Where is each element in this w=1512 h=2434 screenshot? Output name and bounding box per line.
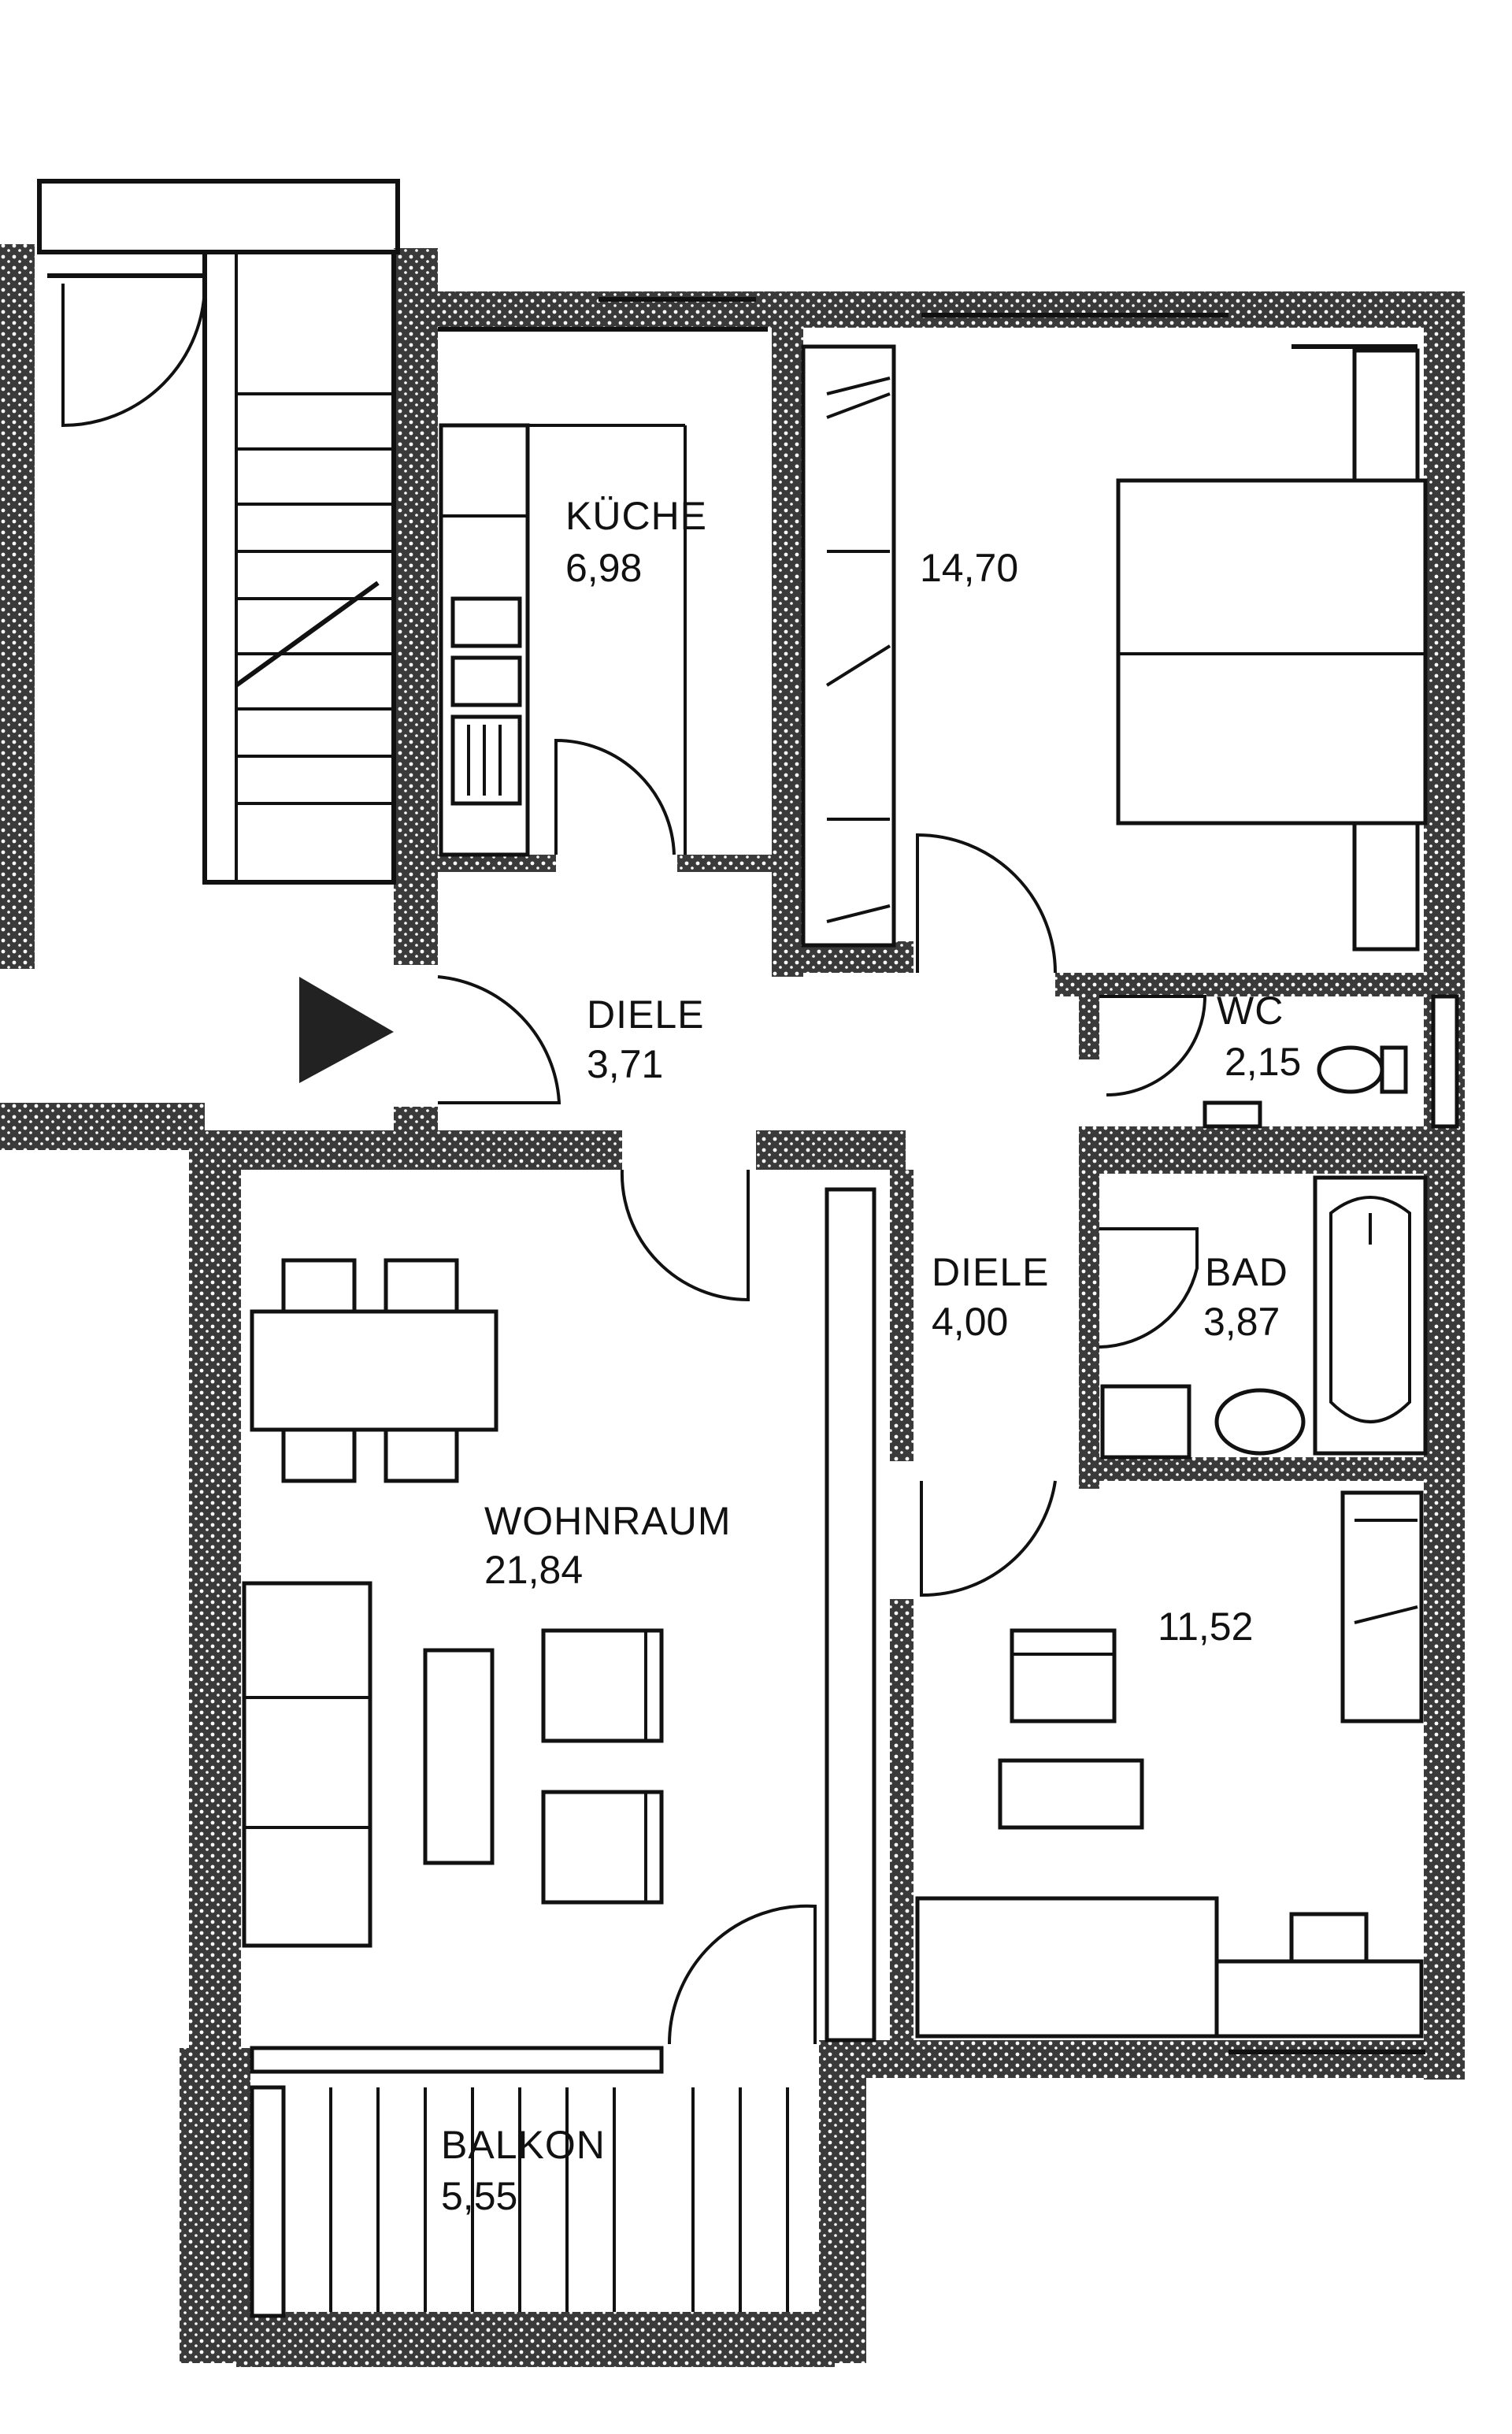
room-name-kueche: KÜCHE: [565, 494, 707, 538]
room-name-bad: BAD: [1205, 1250, 1288, 1294]
room-area-schlafen: 14,70: [920, 546, 1018, 590]
room-name-wc: WC: [1217, 989, 1284, 1033]
second-bedroom-furniture: [915, 1490, 1425, 2054]
room-name-diele-1: DIELE: [587, 993, 705, 1037]
bathroom-furniture: [1099, 1175, 1428, 1460]
living-room-furniture: [242, 1187, 876, 2045]
room-area-kueche: 6,98: [565, 546, 642, 590]
room-area-diele-1: 3,71: [587, 1042, 663, 1086]
balcony: [250, 2046, 789, 2318]
room-area-kind: 11,52: [1158, 1605, 1253, 1649]
entrance-arrow-icon: [299, 977, 394, 1083]
hall-doors: [437, 975, 1057, 1597]
kitchen-furniture: [438, 297, 768, 857]
room-area-balkon: 5,55: [441, 2174, 517, 2218]
room-area-bad: 3,87: [1203, 1300, 1280, 1344]
wc-furniture: [1099, 994, 1459, 1129]
staircase: [37, 179, 400, 885]
room-labels: KÜCHE 6,98 14,70 DIELE 3,71 WC 2,15 DIEL…: [441, 494, 1301, 2218]
room-name-balkon: BALKON: [441, 2123, 606, 2167]
bedroom-furniture: [801, 313, 1428, 974]
room-area-diele-2: 4,00: [932, 1300, 1008, 1344]
room-area-wc: 2,15: [1225, 1040, 1301, 1084]
outer-walls: [0, 244, 1465, 2367]
room-name-diele-2: DIELE: [932, 1250, 1050, 1294]
room-name-wohnraum: WOHNRAUM: [484, 1499, 732, 1543]
room-area-wohnraum: 21,84: [484, 1548, 583, 1592]
